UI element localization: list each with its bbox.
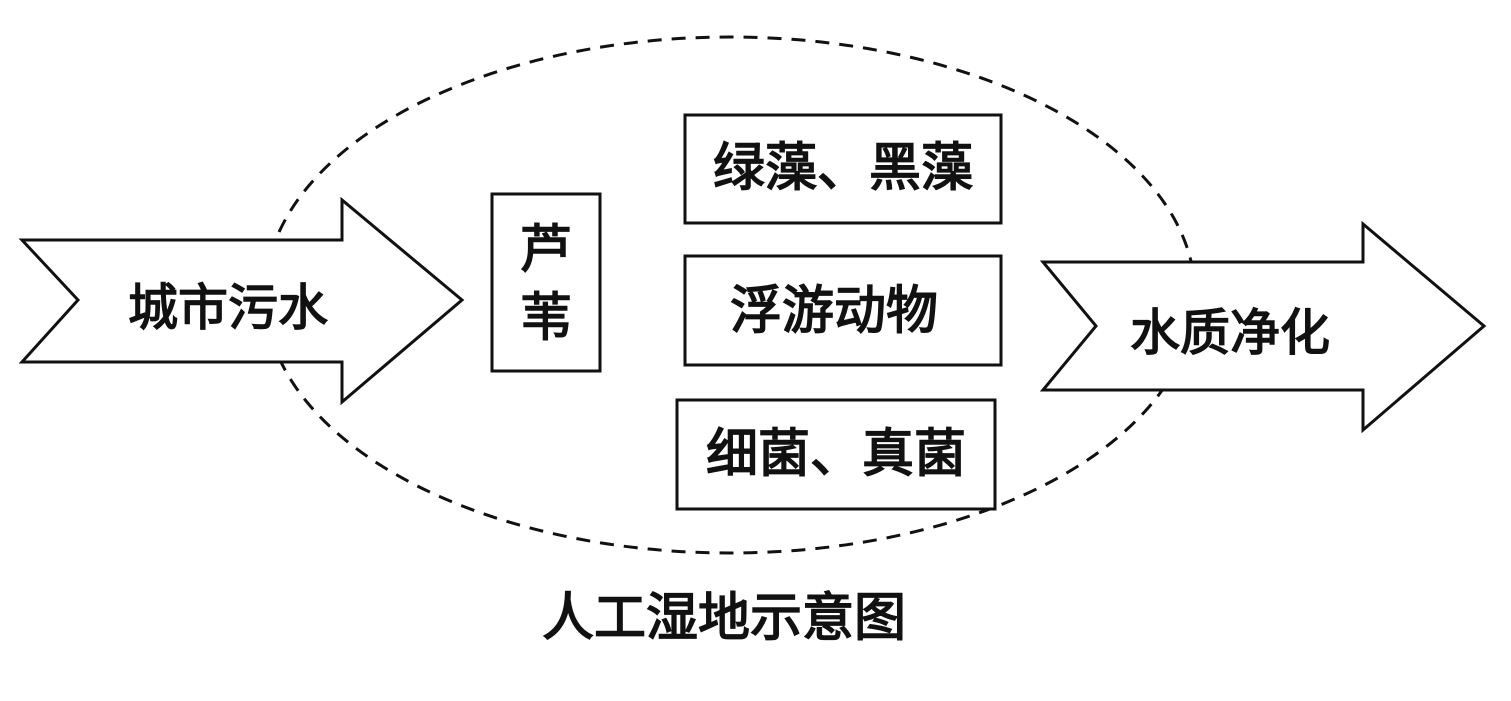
microbes-box-frame	[675, 398, 997, 511]
microbes-box-label: 细菌、真菌	[706, 424, 966, 485]
microbes-box: 细菌、真菌	[675, 398, 997, 511]
zooplankton-box-frame	[683, 254, 1003, 367]
input-arrow-label: 城市污水	[128, 278, 329, 337]
algae-box-label: 绿藻、黑藻	[713, 138, 974, 199]
zooplankton-box: 浮游动物	[683, 254, 1003, 367]
reed-box-frame	[490, 192, 602, 373]
diagram-caption: 人工湿地示意图	[542, 588, 906, 649]
algae-box: 绿藻、黑藻	[683, 113, 1003, 225]
input-arrow-shape	[18, 196, 465, 406]
reed-box-label-line2: 苇	[520, 288, 572, 349]
zooplankton-box-label: 浮游动物	[730, 281, 938, 342]
output-arrow-shape	[1039, 220, 1487, 434]
output-arrow-label: 水质净化	[1130, 303, 1330, 362]
output-arrow: 水质净化	[1039, 220, 1487, 434]
reed-box-label-line1: 芦	[520, 220, 572, 281]
input-arrow: 城市污水	[18, 196, 465, 406]
algae-box-frame	[683, 113, 1003, 225]
reed-box: 芦 苇	[490, 192, 602, 373]
